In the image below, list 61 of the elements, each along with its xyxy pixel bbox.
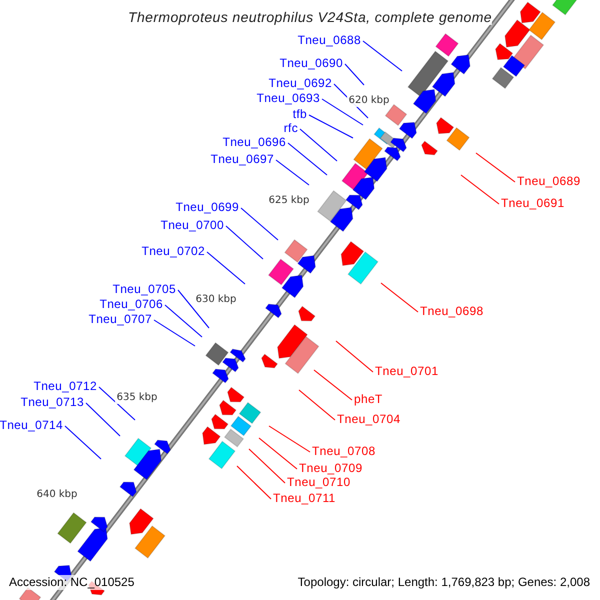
gene-label: Tneu_0700: [160, 218, 224, 232]
gene-label: Tneu_0689: [517, 174, 580, 188]
leader-line: [258, 438, 298, 470]
gene-label: Tneu_0701: [375, 364, 438, 378]
leader-line: [240, 208, 278, 240]
leader-line: [276, 160, 310, 186]
leader-line: [322, 98, 364, 126]
gene-label: Tneu_0697: [210, 152, 274, 166]
leader-line: [236, 466, 272, 500]
gene-label: Tneu_0707: [88, 312, 152, 326]
leader-line: [268, 426, 310, 452]
gene-label: Tneu_0691: [501, 196, 564, 210]
title: Thermoproteus neutrophilus V24Sta, complete genome: [128, 9, 492, 25]
gene-label: Tneu_0712: [34, 379, 97, 393]
gene-label: Tneu_0711: [273, 491, 336, 505]
leader-line: [178, 290, 210, 328]
gene-label: pheT: [354, 392, 383, 406]
leader-line: [362, 40, 402, 72]
leader-line: [460, 174, 500, 204]
position-label: 620 kbp: [347, 95, 391, 107]
leader-line: [476, 152, 516, 182]
gene-label: Tneu_0714: [0, 418, 63, 432]
position-label: 640 kbp: [35, 489, 79, 501]
leader-line: [336, 340, 374, 372]
gene-label: Tneu_0690: [280, 56, 343, 70]
gene-label: Tneu_0692: [268, 76, 332, 90]
gene-label: Tneu_0693: [256, 91, 320, 105]
leader-line: [314, 370, 352, 400]
position-label: 625 kbp: [267, 195, 311, 207]
gene-label: Tneu_0688: [298, 33, 361, 47]
leader-line: [64, 426, 102, 460]
leader-line: [154, 320, 196, 346]
gene-label: rfc: [284, 121, 298, 135]
gene-label: Tneu_0704: [337, 412, 400, 426]
leader-line: [300, 128, 338, 162]
position-label: 630 kbp: [194, 294, 238, 306]
gene-label: Tneu_0699: [176, 200, 239, 214]
gene-label: Tneu_0698: [420, 304, 484, 318]
footer-text: Accession: NC_010525: [7, 575, 136, 590]
gene-label: Tneu_0713: [20, 395, 84, 409]
gene-label: Tneu_0710: [287, 475, 350, 489]
leader-line: [288, 142, 328, 176]
leader-line: [308, 114, 354, 138]
gene-label: Tneu_0696: [222, 135, 286, 149]
gene-label: Tneu_0706: [100, 297, 163, 311]
gene-label: tfb: [292, 107, 307, 121]
gene-label: Tneu_0708: [312, 444, 376, 458]
leader-line: [86, 402, 120, 436]
gene-label: Tneu_0705: [112, 282, 176, 296]
leader-line: [380, 282, 418, 312]
footer-text: Topology: circular; Length: 1,769,823 bp; Genes: 2,008: [296, 575, 592, 590]
leader-line: [344, 64, 364, 86]
leader-line: [248, 448, 286, 484]
leader-line: [164, 304, 202, 338]
leader-line: [298, 390, 336, 420]
gene-label: Tneu_0709: [299, 461, 362, 475]
gene-label: Tneu_0702: [142, 244, 205, 258]
leader-line: [98, 386, 136, 420]
position-label: 635 kbp: [115, 392, 159, 404]
leader-line: [206, 252, 246, 284]
leader-line: [226, 226, 264, 260]
